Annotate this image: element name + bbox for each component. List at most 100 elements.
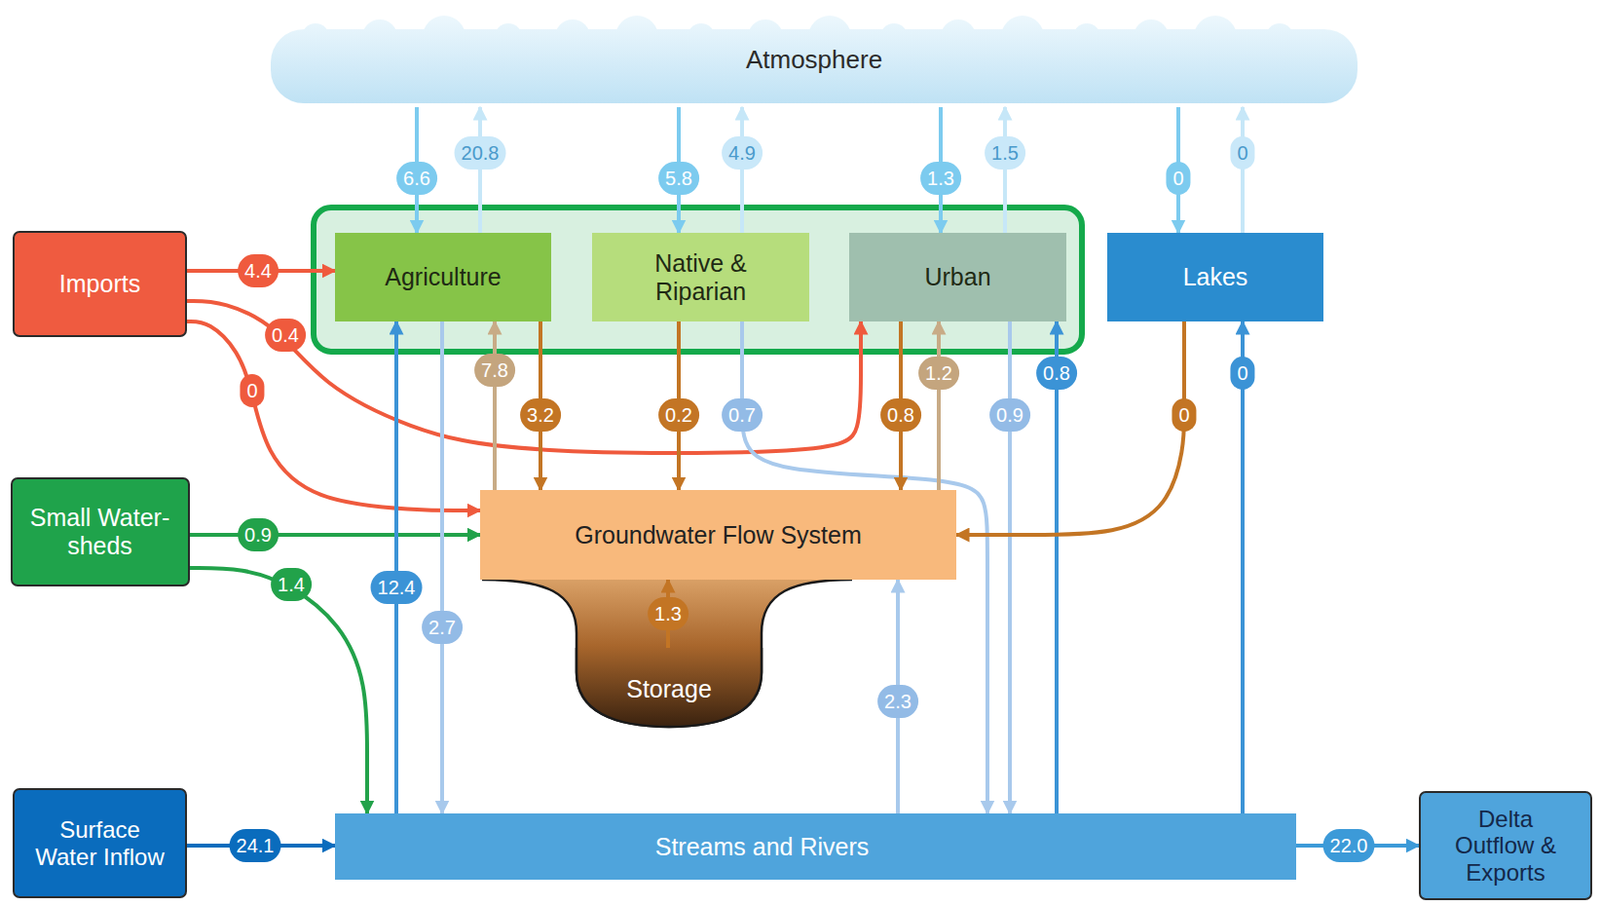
flow-value: 24.1 [229, 828, 282, 862]
flow-value: 0.7 [721, 398, 763, 432]
flow-value: 1.3 [920, 161, 962, 195]
flow-arrow [186, 321, 481, 511]
flow-value: 0.4 [264, 318, 306, 352]
cloud-bump [1193, 15, 1237, 59]
flow-value: 4.4 [237, 254, 279, 288]
flow-arrow [1007, 321, 1012, 814]
flow-arrow [936, 321, 941, 490]
flow-value: 1.4 [270, 567, 312, 601]
cloud-bump [550, 73, 576, 99]
flow-arrow [1003, 107, 1007, 233]
lakes-box: Lakes [1107, 232, 1324, 322]
flow-value: 0.8 [880, 398, 922, 432]
cloud-bump [1192, 73, 1219, 99]
flow-value: 2.7 [421, 610, 463, 644]
flow-value: 22.0 [1323, 828, 1376, 862]
storage-node: Storage [572, 647, 766, 730]
flow-value: 5.8 [658, 161, 700, 195]
node-label: Surface Water Inflow [27, 816, 174, 870]
cloud-bump [362, 19, 398, 55]
cloud-bump [555, 19, 591, 55]
land-use-box: Agriculture [334, 232, 552, 322]
flow-value: 0.2 [658, 398, 700, 432]
streams-bar: Streams and Rivers [334, 813, 1297, 880]
cloud-bump [880, 23, 908, 51]
storage-bowl [482, 579, 853, 727]
cloud-bump [1073, 23, 1101, 51]
node-label: Small Water- sheds [22, 503, 179, 560]
node-label: Atmosphere [745, 45, 883, 75]
flow-value: 20.8 [454, 136, 507, 170]
cloud-bump [494, 23, 522, 51]
node-label: Lakes [1183, 262, 1249, 292]
cloud-bump [301, 23, 330, 51]
flow-value: 0.8 [1036, 356, 1078, 390]
node-label: Imports [59, 269, 141, 298]
flow-value: 0.9 [237, 518, 279, 552]
node-label: Groundwater Flow System [574, 520, 862, 550]
flow-arrow [1240, 321, 1245, 814]
groundwater-box: Groundwater Flow System [480, 489, 957, 580]
flow-arrow [189, 532, 482, 537]
flow-arrow [1054, 321, 1059, 814]
node-label: Delta Outflow & Exports [1447, 805, 1564, 887]
flow-value: 4.9 [721, 136, 763, 170]
cloud-bump [653, 69, 687, 103]
flow-arrow [956, 321, 1185, 535]
flow-value: 1.2 [918, 356, 960, 390]
cloud-bump [335, 73, 362, 99]
node-label: Storage [626, 674, 712, 704]
flow-value: 7.8 [474, 353, 516, 387]
flow-arrow [478, 107, 483, 233]
bowl-group [572, 647, 766, 727]
node-label: Native & Riparian [637, 249, 765, 306]
flow-value: 0.9 [989, 398, 1031, 432]
flow-value: 6.6 [396, 161, 438, 195]
flow-value: 2.3 [877, 684, 919, 718]
source-box: Small Water- sheds [10, 477, 190, 587]
flow-arrow [186, 300, 861, 453]
cloud-bump [422, 15, 466, 59]
flow-value: 12.4 [371, 570, 423, 604]
cloud-bump [615, 15, 659, 59]
land-use-box: Native & Riparian [592, 232, 810, 322]
cloud-bump [687, 23, 715, 51]
flow-value: 3.2 [520, 398, 561, 432]
flow-arrow [189, 567, 369, 814]
sink-box: Delta Outflow & Exports [1418, 790, 1593, 900]
flow-value: 1.3 [647, 596, 689, 631]
flow-arrow [394, 321, 399, 814]
flow-value: 0 [1229, 356, 1255, 390]
flow-value: 0 [1229, 136, 1255, 170]
flow-arrow [740, 107, 745, 233]
group-outline [313, 207, 1082, 352]
cloud-bump [1133, 19, 1169, 55]
node-label: Urban [924, 262, 991, 292]
land-use-box: Urban [849, 232, 1067, 322]
flow-arrow [1240, 107, 1245, 233]
storage-bowl [572, 647, 766, 727]
atmosphere-cloud: Atmosphere [270, 13, 1358, 108]
cloud-bump [978, 73, 1005, 99]
flow-arrow [492, 321, 497, 490]
source-box: Imports [12, 230, 187, 337]
flow-value: 0 [239, 373, 264, 408]
cloud-bump [439, 69, 473, 103]
cloud-bump [867, 69, 901, 103]
flow-value: 0 [1165, 161, 1191, 195]
flow-value: 0 [1171, 398, 1196, 432]
cloud-bump [940, 19, 976, 55]
cloud-bump [1001, 15, 1044, 59]
flow-value: 1.5 [984, 136, 1026, 170]
cloud-bump [1081, 69, 1116, 103]
cloud-shape [270, 15, 1358, 104]
cloud-bump [1265, 23, 1294, 51]
node-label: Agriculture [384, 262, 502, 292]
cloud-bump [764, 73, 790, 99]
source-box: Surface Water Inflow [12, 787, 187, 898]
node-label: Streams and Rivers [655, 832, 870, 861]
